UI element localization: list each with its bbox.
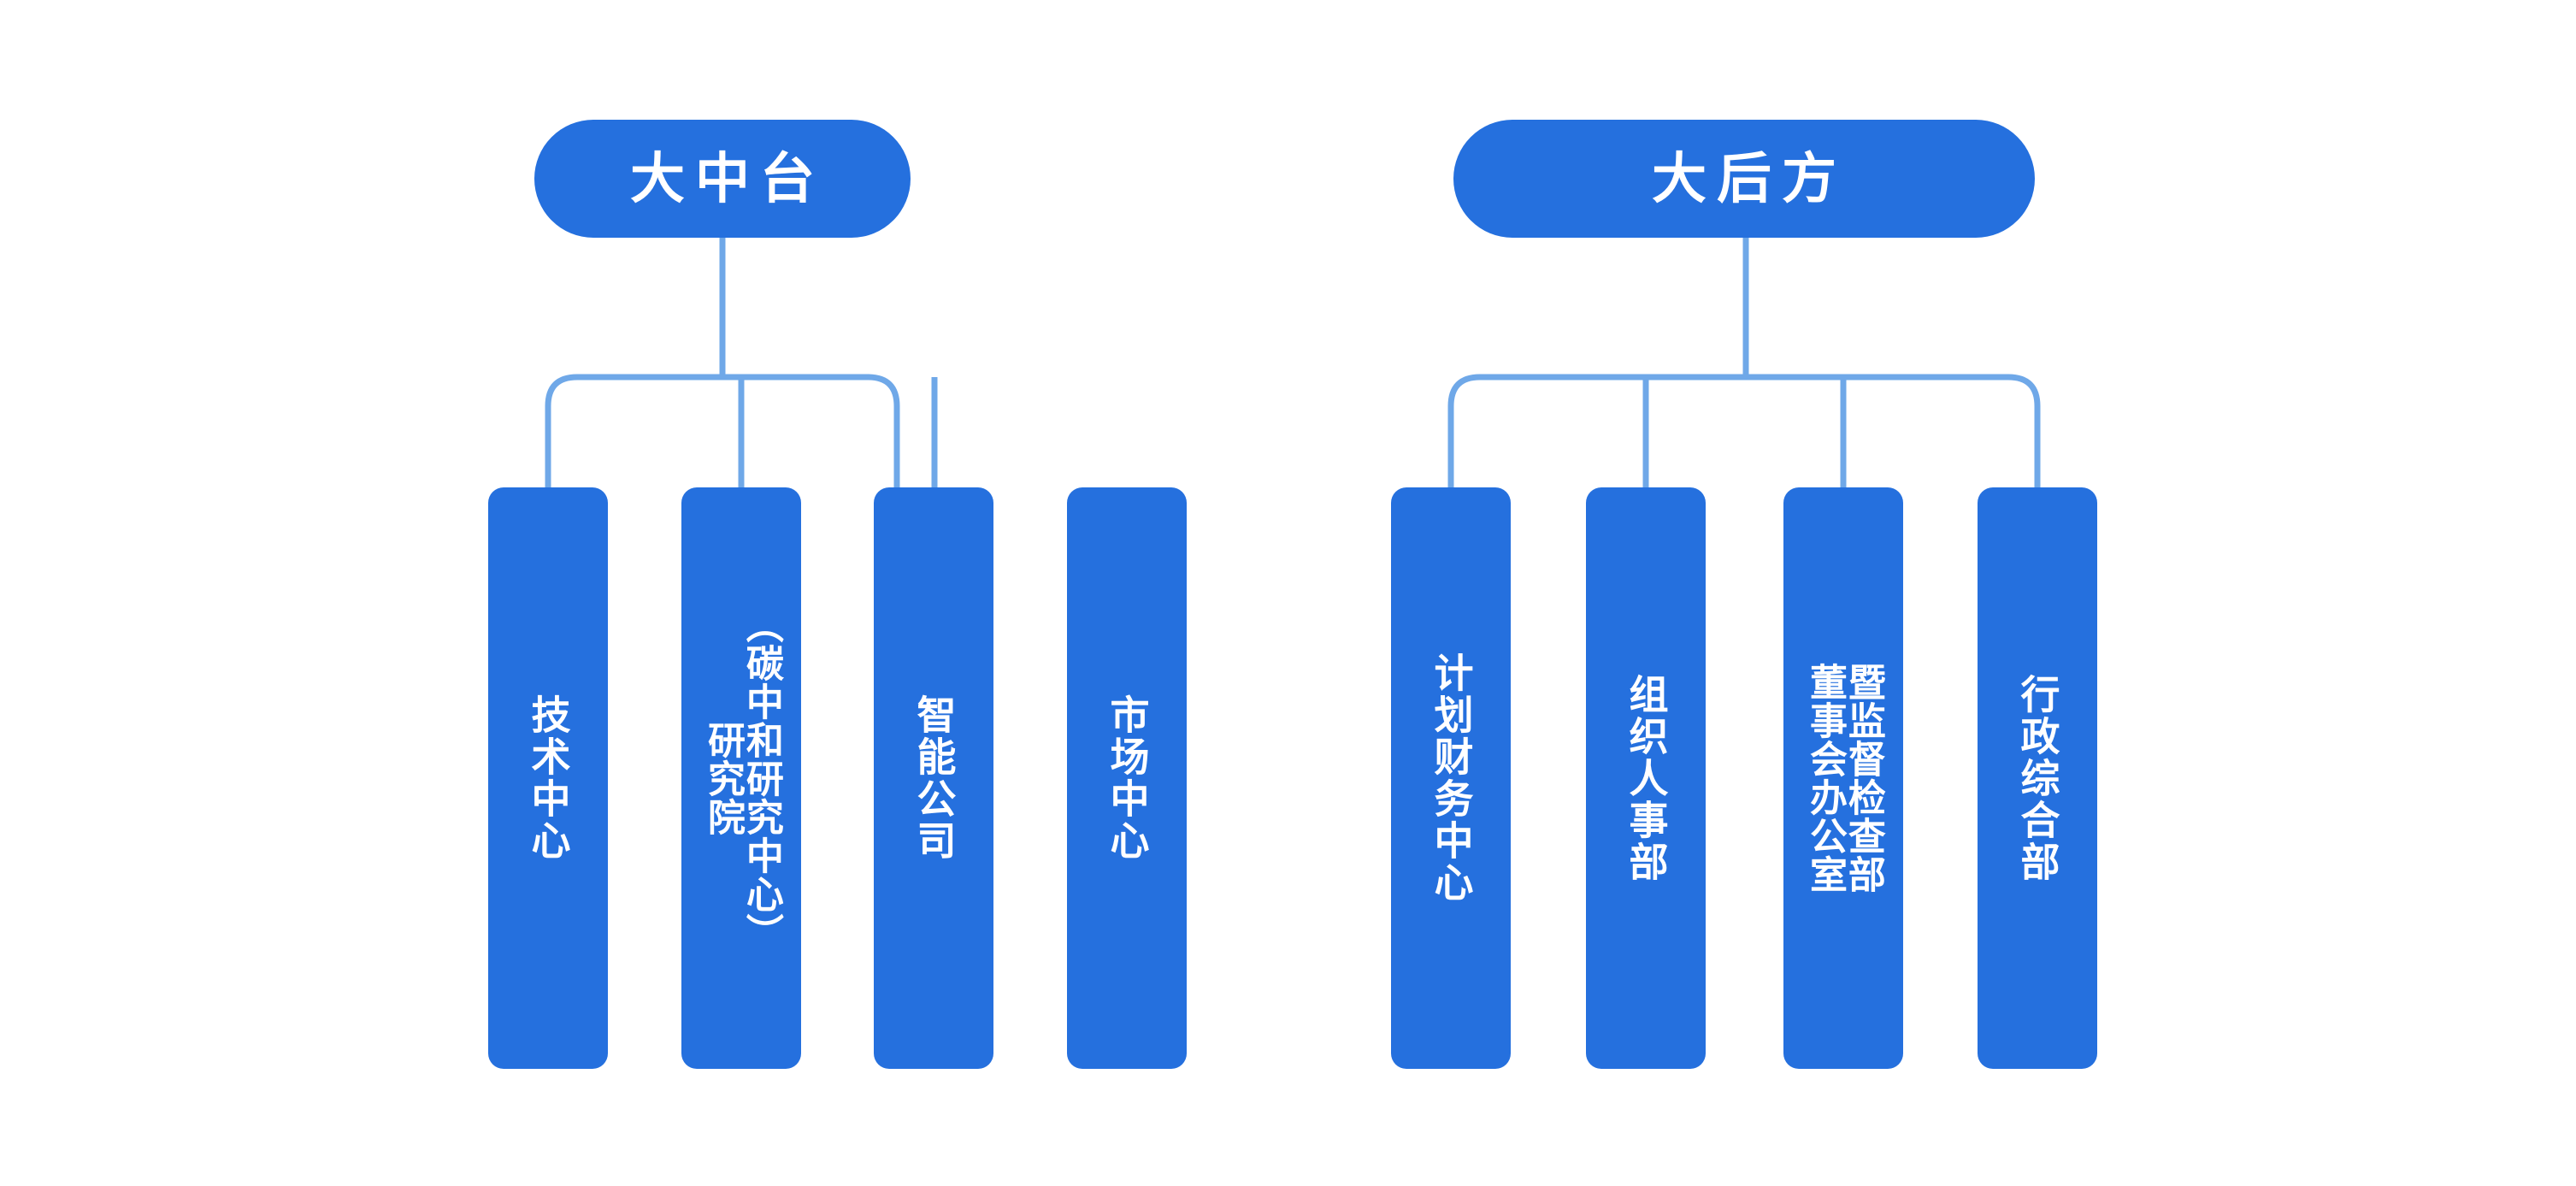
node-label-line-1: 组织人事部 (1624, 673, 1669, 883)
node-label-line-1: 暨监督检查部 (1842, 663, 1884, 894)
group-header-label-support: 大后方 (1652, 148, 1847, 209)
node-label-line-1: （碳中和研究中心） (740, 605, 782, 952)
node-label-line-1: 行政综合部 (2015, 673, 2060, 883)
org-group-support: 大后方 计划财务中心 组织人事部 暨监督检查部 董事会办公室 行政综合部 (1351, 0, 2172, 1186)
group-header-label-center: 大中台 (630, 148, 825, 209)
node-label-line-1: 技术中心 (526, 694, 571, 862)
group-header-center[interactable]: 大中台 (534, 120, 911, 238)
node-label-line-1: 智能公司 (911, 694, 957, 862)
node-label-line-2: 董事会办公室 (1804, 663, 1846, 894)
node-admin-department[interactable]: 行政综合部 (1978, 487, 2097, 1069)
node-hr-department[interactable]: 组织人事部 (1586, 487, 1706, 1069)
node-label-line-1: 市场中心 (1105, 694, 1150, 862)
node-row-support: 计划财务中心 组织人事部 暨监督检查部 董事会办公室 行政综合部 (1351, 487, 2172, 1069)
node-board-office[interactable]: 暨监督检查部 董事会办公室 (1783, 487, 1903, 1069)
node-finance-center[interactable]: 计划财务中心 (1391, 487, 1511, 1069)
group-header-support[interactable]: 大后方 (1453, 120, 2035, 238)
node-research-institute[interactable]: （碳中和研究中心） 研究院 (681, 487, 801, 1069)
node-row-center: 技术中心 （碳中和研究中心） 研究院 智能公司 市场中心 (445, 487, 1265, 1069)
node-label-line-1: 计划财务中心 (1429, 652, 1474, 904)
node-intelligent-company[interactable]: 智能公司 (874, 487, 993, 1069)
node-market-center[interactable]: 市场中心 (1067, 487, 1187, 1069)
org-group-center: 大中台 技术中心 （碳中和研究中心） 研究院 智能公司 市场中心 (445, 0, 1265, 1186)
node-label-line-2: 研究院 (702, 720, 744, 836)
node-tech-center[interactable]: 技术中心 (488, 487, 608, 1069)
